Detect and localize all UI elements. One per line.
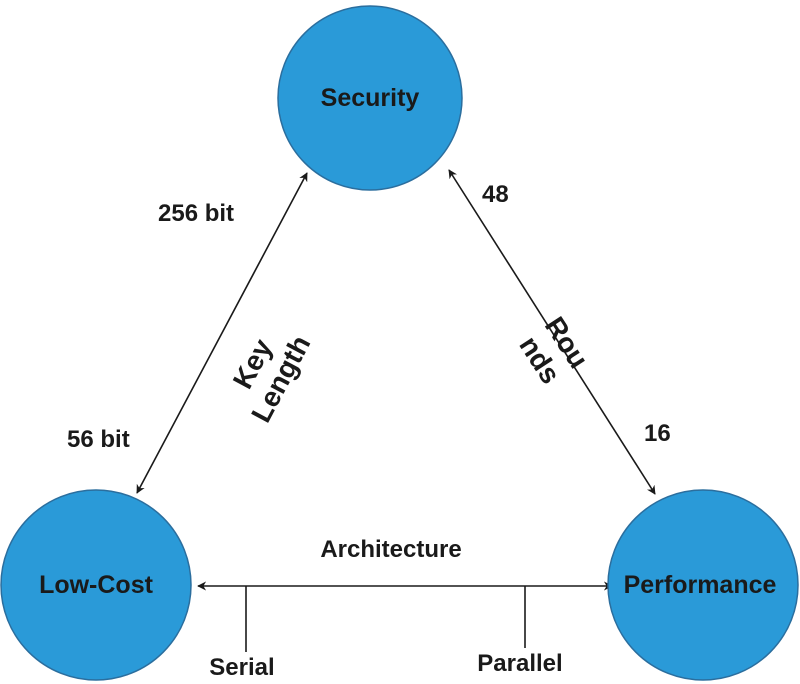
security-node: Security [277, 5, 463, 191]
key-length-low-value: 56 bit [67, 426, 130, 453]
parallel-label: Parallel [477, 650, 562, 677]
security-label: Security [321, 84, 420, 112]
key-length-label: Key Length [227, 330, 317, 427]
low-cost-label: Low-Cost [39, 571, 154, 599]
rounds-arrow [448, 169, 656, 495]
serial-label: Serial [209, 654, 274, 681]
low-cost-node: Low-Cost [0, 489, 192, 681]
rounds-high-value: 48 [482, 181, 509, 208]
rounds-low-value: 16 [644, 420, 671, 447]
key-length-arrow [136, 172, 308, 494]
key-length-high-value: 256 bit [158, 200, 234, 227]
architecture-label: Architecture [320, 536, 461, 563]
performance-label: Performance [624, 571, 777, 599]
performance-node: Performance [607, 489, 799, 681]
